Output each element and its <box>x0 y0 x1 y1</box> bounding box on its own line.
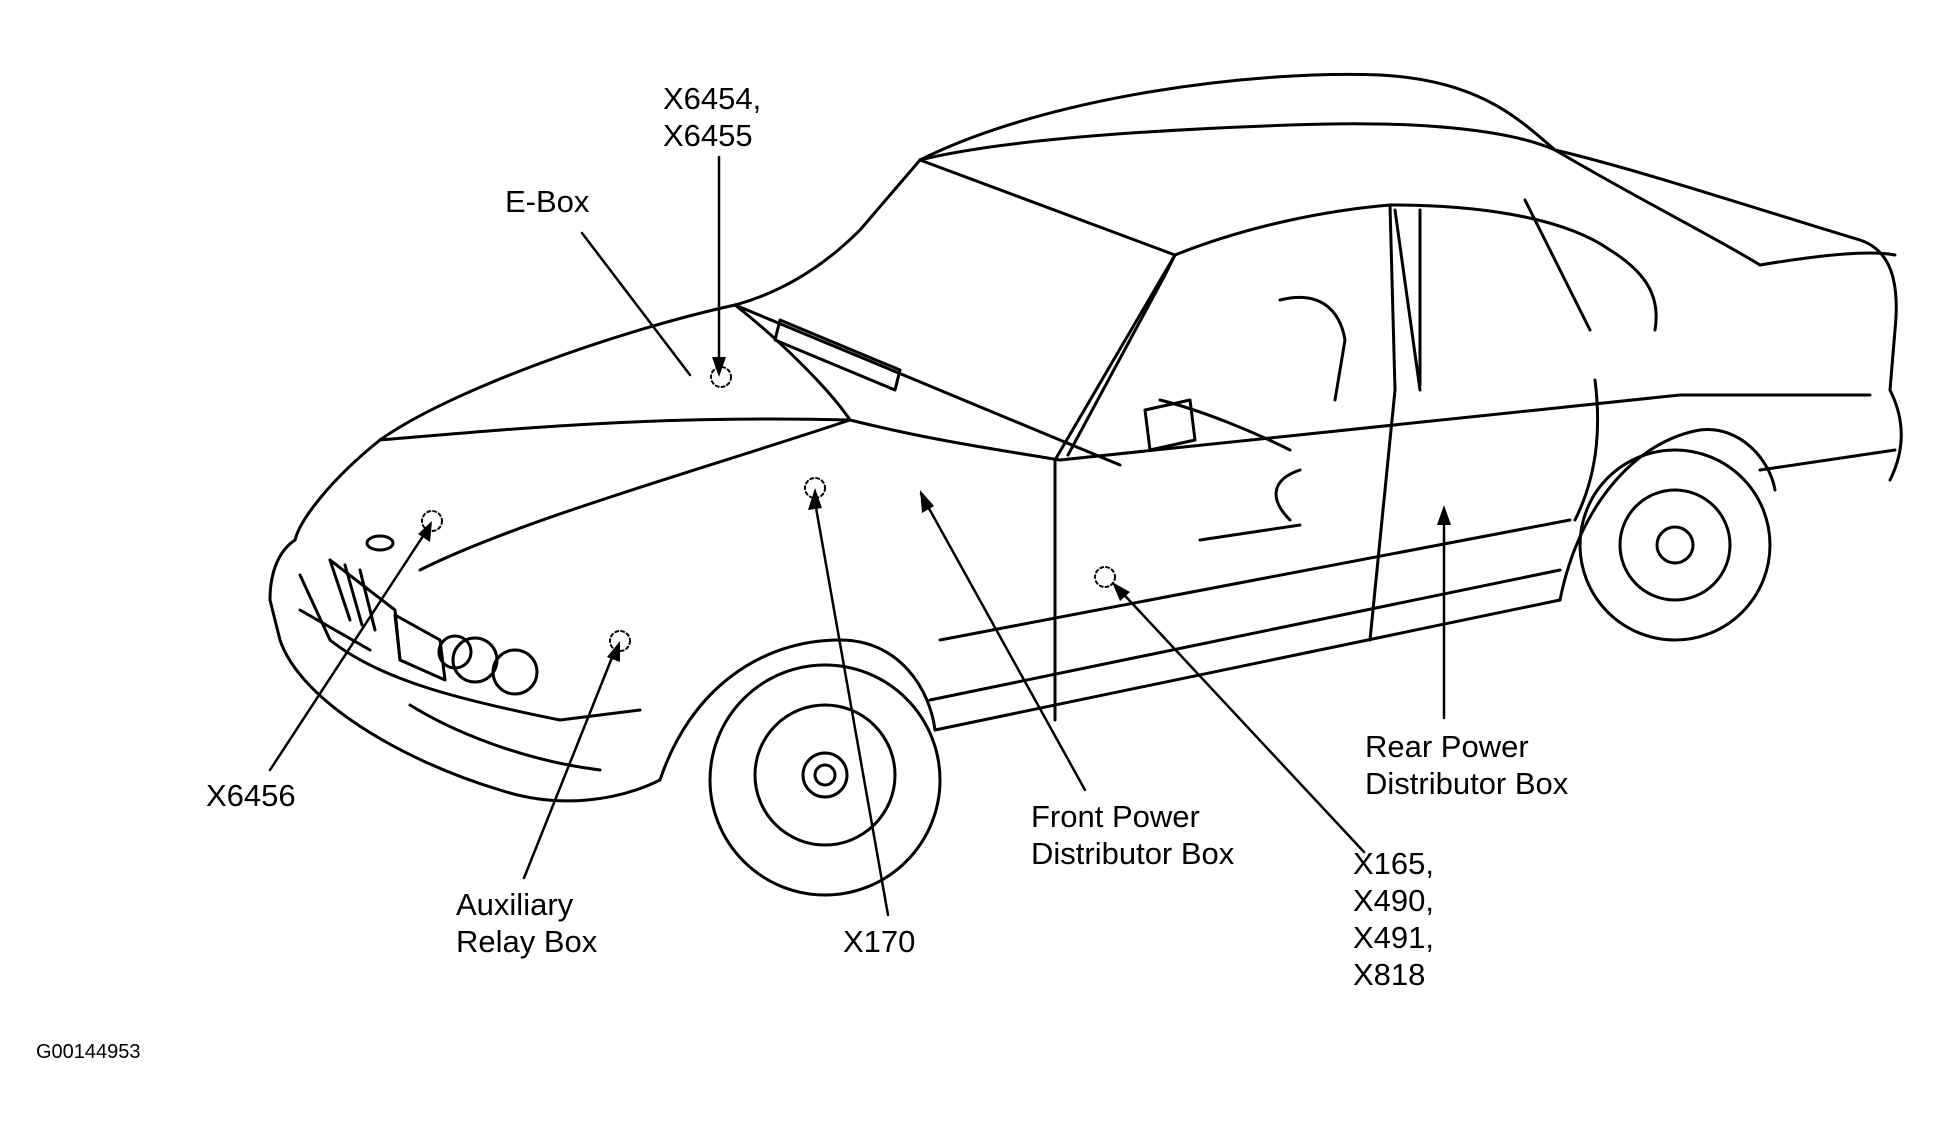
label-x6455: X6455 <box>663 118 753 153</box>
leader-x6456 <box>268 531 427 772</box>
label-x490: X490, <box>1353 883 1435 918</box>
label-front-power-distributor-box-line-2: Distributor Box <box>1031 836 1235 871</box>
location-markers <box>421 366 1116 652</box>
label-x6454: X6454, <box>663 81 762 116</box>
marker-x165-group <box>1094 566 1116 588</box>
label-front-power-distributor-box: Front Power Distributor Box <box>1031 798 1234 872</box>
leader-front-power-distributor-box <box>919 492 1087 792</box>
label-rear-power-distributor-box-line-2: Distributor Box <box>1365 766 1569 801</box>
figure-id: G00144953 <box>36 1041 141 1063</box>
label-auxiliary-relay-box: Auxiliary Relay Box <box>456 886 597 960</box>
arrow-x165-group <box>1112 582 1130 601</box>
arrowheads <box>418 357 1451 662</box>
label-rear-power-distributor-box-line-1: Rear Power <box>1365 729 1529 764</box>
leader-e-box <box>580 231 692 377</box>
label-x170-line-1: X170 <box>843 924 916 959</box>
leader-auxiliary-relay-box <box>522 653 615 880</box>
label-x170: X170 <box>843 923 915 960</box>
label-x165-group: X165, X490, X491, X818 <box>1353 845 1434 993</box>
leader-x165-group <box>1113 583 1366 854</box>
label-x6454-x6455: X6454, X6455 <box>663 80 761 154</box>
car-body <box>268 72 1903 897</box>
arrow-rear-power-distributor-box <box>1437 505 1451 525</box>
label-rear-power-distributor-box: Rear Power Distributor Box <box>1365 728 1568 802</box>
marker-x6456 <box>421 510 443 532</box>
label-x6456-line-1: X6456 <box>206 778 296 813</box>
arrow-x170 <box>808 488 822 510</box>
label-x165: X165, <box>1353 846 1435 881</box>
label-e-box-line-1: E-Box <box>505 184 590 219</box>
label-e-box: E-Box <box>505 183 589 220</box>
label-x818: X818 <box>1353 957 1426 992</box>
leader-lines <box>268 155 1446 917</box>
label-front-power-distributor-box-line-1: Front Power <box>1031 799 1200 834</box>
arrow-front-power-distributor-box <box>920 490 934 513</box>
leader-x170 <box>813 500 890 917</box>
arrow-x6456 <box>418 521 432 542</box>
arrow-auxiliary-relay-box <box>607 641 620 662</box>
label-x491: X491, <box>1353 920 1435 955</box>
arrow-x6454-x6455 <box>712 357 726 377</box>
label-x6456: X6456 <box>206 777 296 814</box>
label-auxiliary-relay-box-line-1: Auxiliary <box>456 887 574 922</box>
label-auxiliary-relay-box-line-2: Relay Box <box>456 924 598 959</box>
marker-x6454-x6455 <box>710 366 732 388</box>
